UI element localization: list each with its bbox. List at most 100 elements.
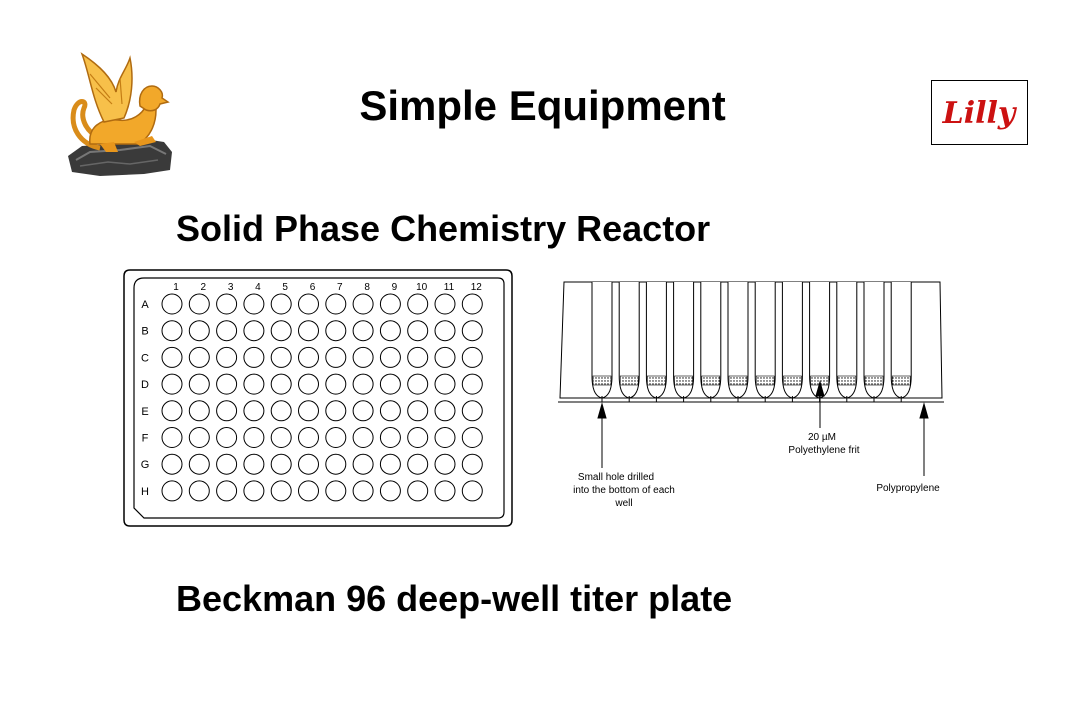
- plate-well: [325, 427, 347, 448]
- plate-well: [216, 346, 238, 368]
- plate-well: [270, 346, 292, 368]
- plate-well: [270, 293, 292, 315]
- column-label: 7: [337, 282, 343, 293]
- column-label: 3: [228, 282, 234, 293]
- plate-well: [407, 293, 429, 315]
- plate-well: [188, 293, 210, 315]
- plate-well: [325, 346, 347, 368]
- row-label: B: [141, 326, 148, 338]
- plate-well: [298, 427, 319, 448]
- plate-well: [434, 453, 456, 475]
- polyethylene-frit: [891, 375, 911, 386]
- plate-well: [243, 373, 265, 395]
- plate-well: [243, 400, 265, 422]
- column-label: 4: [255, 282, 261, 293]
- plate-well: [298, 373, 319, 395]
- row-label: H: [141, 486, 149, 498]
- reactor-block-outline: [559, 281, 943, 399]
- plate-well: [407, 373, 429, 395]
- column-label: 2: [201, 282, 207, 293]
- hole-label-line1: Small hole drilled: [578, 472, 654, 483]
- plate-well: [243, 453, 265, 475]
- column-label: 1: [173, 282, 179, 293]
- row-label: F: [142, 433, 149, 445]
- polyethylene-frit: [864, 375, 884, 386]
- material-label: Polypropylene: [876, 483, 940, 494]
- plate-well: [461, 480, 483, 502]
- plate-well: [379, 293, 401, 315]
- plate-well: [188, 373, 210, 395]
- plate-well: [243, 320, 265, 342]
- plate-well: [216, 320, 238, 342]
- plate-well: [407, 320, 429, 342]
- plate-well: [325, 320, 347, 342]
- polyethylene-frit: [783, 375, 802, 386]
- plate-well: [461, 320, 483, 342]
- column-label: 6: [310, 282, 316, 293]
- page-title: Simple Equipment: [359, 82, 726, 129]
- plate-well: [352, 293, 374, 315]
- plate-well: [352, 400, 374, 422]
- plate-well: [434, 400, 456, 422]
- plate-well: [298, 346, 319, 368]
- plate-well: [188, 346, 210, 368]
- row-label: E: [141, 406, 148, 418]
- plate-well: [407, 346, 429, 368]
- plate-well: [161, 427, 183, 448]
- plate-well: [379, 453, 401, 475]
- plate-well: [407, 480, 429, 502]
- plate-well: [298, 400, 319, 422]
- plate-well: [352, 480, 374, 502]
- plate-well: [216, 480, 238, 502]
- plate-well: [352, 320, 374, 342]
- plate-well: [379, 427, 401, 448]
- polyethylene-frit: [728, 375, 748, 386]
- plate-well: [243, 427, 265, 448]
- plate-well: [461, 373, 483, 395]
- plate-well: [379, 346, 401, 368]
- plate-well: [407, 427, 429, 448]
- plate-well: [461, 293, 483, 315]
- polyethylene-frit: [701, 375, 721, 386]
- plate-well: [243, 480, 265, 502]
- polyethylene-frit: [619, 375, 639, 386]
- row-label: A: [141, 299, 149, 311]
- lilly-logo: Lilly: [931, 80, 1028, 145]
- plate-well: [161, 320, 183, 342]
- column-label: 11: [444, 282, 455, 293]
- griffin-logo: [60, 48, 175, 180]
- plate-well: [352, 453, 374, 475]
- plate-well: [188, 320, 210, 342]
- plate-well: [352, 373, 374, 395]
- plate-well: [352, 346, 374, 368]
- lilly-logo-text: Lilly: [942, 96, 1018, 131]
- column-label: 9: [392, 282, 398, 293]
- section-heading: Solid Phase Chemistry Reactor: [176, 208, 711, 249]
- plate-well: [216, 427, 238, 448]
- polyethylene-frit: [755, 375, 775, 386]
- polyethylene-frit: [674, 375, 693, 386]
- plate-well: [270, 453, 292, 475]
- plate-well: [461, 427, 483, 448]
- plate-well: [161, 480, 183, 502]
- plate-well: [188, 400, 210, 422]
- row-label: D: [141, 379, 149, 391]
- plate-well: [379, 320, 401, 342]
- plate-well: [161, 400, 183, 422]
- plate-well: [407, 400, 429, 422]
- plate-well: [243, 346, 265, 368]
- plate-well: [161, 293, 183, 315]
- plate-well: [379, 400, 401, 422]
- plate-well: [188, 480, 210, 502]
- plate-well: [216, 373, 238, 395]
- plate-well: [188, 453, 210, 475]
- plate-well: [461, 453, 483, 475]
- frit-label-line1: 20 µM: [808, 432, 836, 443]
- plate-caption: Beckman 96 deep-well titer plate: [176, 578, 733, 619]
- column-label: 10: [416, 282, 428, 293]
- column-label: 12: [471, 282, 483, 293]
- plate-well: [434, 320, 456, 342]
- plate-well: [270, 480, 292, 502]
- plate-well: [352, 427, 374, 448]
